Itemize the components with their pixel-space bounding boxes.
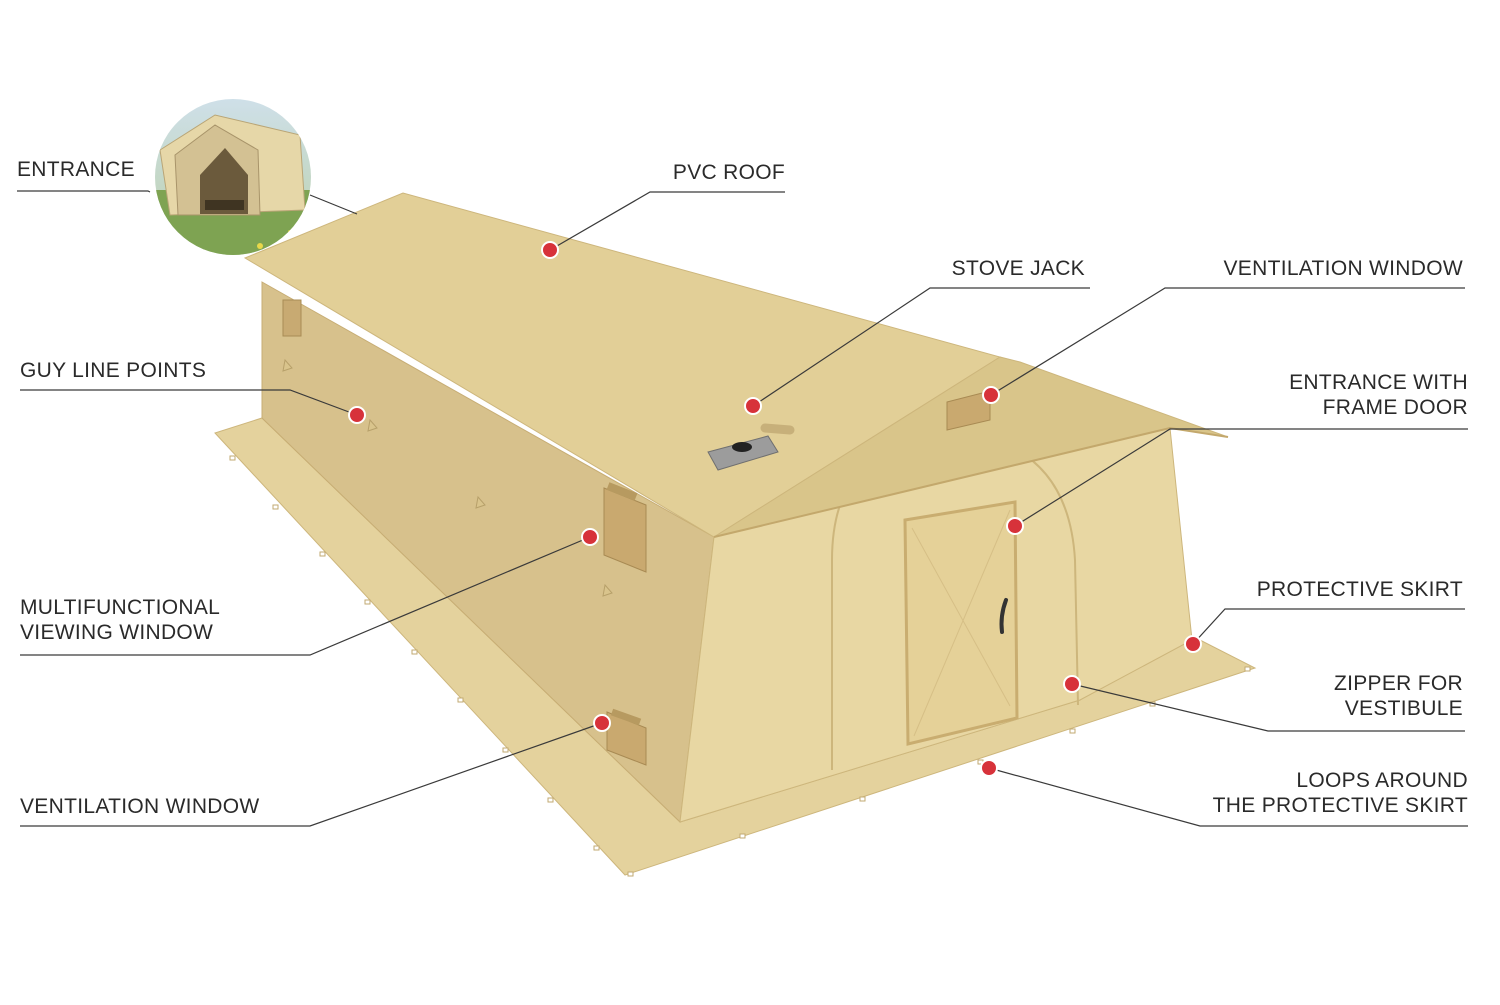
marker-stove-jack xyxy=(744,397,762,415)
leader-loops-skirt xyxy=(988,767,1468,827)
marker-protective-skirt xyxy=(1184,635,1202,653)
side-window-top xyxy=(282,299,302,337)
label-loops-skirt: LOOPS AROUND THE PROTECTIVE SKIRT xyxy=(1212,769,1468,817)
label-ventilation-window-top: VENTILATION WINDOW xyxy=(1223,257,1463,280)
marker-entrance-frame-door xyxy=(1006,517,1024,535)
marker-multifunctional-window xyxy=(581,528,599,546)
leader-pvc-roof xyxy=(549,191,785,251)
roof-edge xyxy=(713,426,1229,538)
leader-multifunctional-window xyxy=(20,536,591,656)
marker-ventilation-window-bottom xyxy=(593,714,611,732)
door-fold-lines xyxy=(911,509,1011,737)
leader-guy-line-points xyxy=(20,389,358,416)
leader-entrance-frame-door xyxy=(1014,428,1468,527)
ventilation-window-bottom-shape xyxy=(606,708,647,766)
marker-zipper-vestibule xyxy=(1063,675,1081,693)
door-handle xyxy=(999,598,1008,634)
leader-ventilation-window-top xyxy=(990,287,1465,396)
ventilation-window-top-shape xyxy=(946,390,991,431)
label-pvc-roof: PVC ROOF xyxy=(672,161,785,184)
guy-line-tabs xyxy=(282,358,613,597)
frame-door xyxy=(903,500,1019,746)
label-stove-jack: STOVE JACK xyxy=(951,257,1085,280)
marker-ventilation-window-top xyxy=(982,386,1000,404)
label-multifunctional-window: MULTIFUNCTIONAL VIEWING WINDOW xyxy=(20,596,221,644)
label-zipper-vestibule: ZIPPER FOR VESTIBULE xyxy=(1333,672,1463,720)
leader-entrance xyxy=(17,190,358,215)
marker-pvc-roof xyxy=(541,241,559,259)
leader-stove-jack xyxy=(752,287,1090,407)
leader-protective-skirt xyxy=(1192,608,1465,645)
leader-ventilation-window-bottom xyxy=(20,722,603,827)
entrance-photo xyxy=(155,99,311,255)
label-entrance-frame-door: ENTRANCE WITH FRAME DOOR xyxy=(1289,371,1468,419)
marker-guy-line-points xyxy=(348,406,366,424)
marker-loops-skirt xyxy=(980,759,998,777)
label-protective-skirt: PROTECTIVE SKIRT xyxy=(1256,578,1463,601)
label-entrance: ENTRANCE xyxy=(17,158,135,181)
skirt-loops xyxy=(229,455,1251,877)
leader-zipper-vestibule xyxy=(1071,683,1465,732)
multifunctional-window-shape xyxy=(603,482,647,573)
stove-jack-shape xyxy=(707,423,795,471)
label-guy-line-points: GUY LINE POINTS xyxy=(20,359,207,382)
label-ventilation-window-bottom: VENTILATION WINDOW xyxy=(20,795,260,818)
